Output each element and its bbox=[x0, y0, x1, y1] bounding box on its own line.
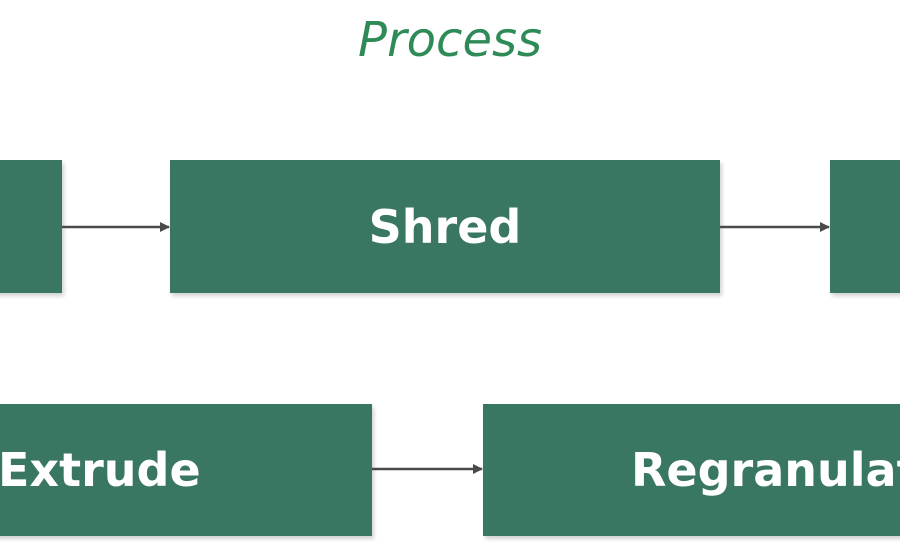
process-step-extrude: Extrude bbox=[0, 404, 372, 536]
process-step-partial-right bbox=[830, 160, 900, 293]
process-step-partial-left bbox=[0, 160, 62, 293]
process-step-regranulate: Regranulat bbox=[483, 404, 900, 536]
process-step-label: Extrude bbox=[0, 443, 201, 497]
process-step-label: Shred bbox=[368, 199, 522, 254]
process-step-label: Regranulat bbox=[631, 443, 900, 497]
diagram-title: Process bbox=[358, 12, 542, 68]
process-step-shred: Shred bbox=[170, 160, 720, 293]
